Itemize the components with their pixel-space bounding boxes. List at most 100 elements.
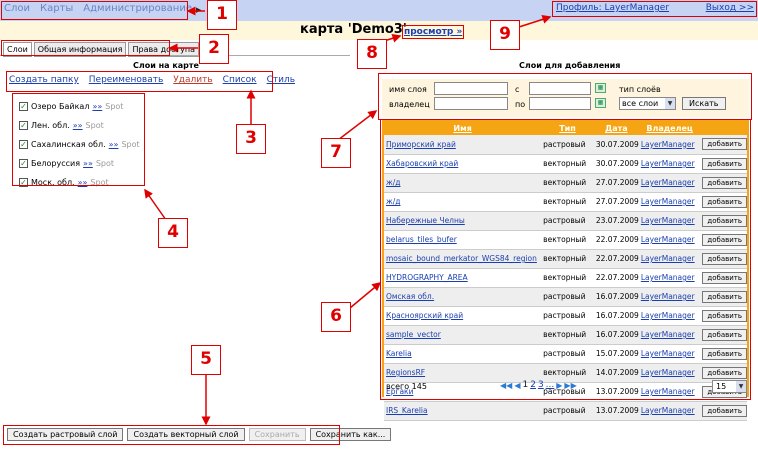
layer-arrows-link[interactable]: »» [92, 102, 103, 111]
layer-owner-link[interactable]: LayerManager [640, 387, 695, 396]
save-as-button[interactable]: Сохранить как... [309, 428, 392, 441]
add-layer-button[interactable]: добавить [702, 309, 747, 322]
prev-page-icon[interactable]: ◀ [514, 380, 521, 390]
layer-name[interactable]: Сахалинская обл. [31, 140, 106, 149]
delete-link[interactable]: Удалить [173, 75, 213, 85]
layer-name-link[interactable]: Karelia [386, 349, 412, 358]
layer-name[interactable]: Озеро Байкал [31, 102, 90, 111]
add-layer-button[interactable]: добавить [702, 271, 747, 284]
page-link[interactable]: 3 [537, 380, 544, 390]
layer-owner-link[interactable]: LayerManager [640, 349, 695, 358]
layer-name-link[interactable]: Красноярский край [386, 311, 464, 320]
add-layer-button[interactable]: добавить [702, 176, 747, 189]
add-layer-button[interactable]: добавить [702, 157, 747, 170]
layer-name-link[interactable]: ж/д [386, 197, 401, 206]
layer-name-link[interactable]: IRS_Karelia [386, 406, 428, 415]
layer-arrows-link[interactable]: »» [108, 140, 119, 149]
layer-owner-link[interactable]: LayerManager [640, 292, 695, 301]
style-link[interactable]: Стиль [266, 75, 296, 85]
layer-checkbox[interactable]: ✓ [19, 158, 28, 168]
layer-name-link[interactable]: Ергаки [386, 387, 414, 396]
add-layer-button[interactable]: добавить [702, 233, 747, 246]
page-link[interactable]: 1 [522, 380, 529, 390]
first-page-icon[interactable]: ◀◀ [500, 380, 513, 390]
calendar-icon[interactable]: ▦ [595, 98, 606, 108]
owner-input[interactable] [434, 97, 508, 110]
create-raster-layer-button[interactable]: Создать растровый слой [7, 428, 124, 441]
next-page-icon[interactable]: ▶ [556, 380, 563, 390]
view-map-link[interactable]: просмотр » [404, 27, 463, 37]
add-layer-button[interactable]: добавить [702, 214, 747, 227]
layer-name-input[interactable] [434, 82, 508, 95]
layer-owner-link[interactable]: LayerManager [640, 178, 695, 187]
add-layer-button[interactable]: добавить [702, 366, 747, 379]
add-layer-button[interactable]: добавить [702, 347, 747, 360]
search-button[interactable]: Искать [682, 97, 726, 110]
add-layer-button[interactable]: добавить [702, 404, 747, 417]
layer-owner-link[interactable]: LayerManager [640, 406, 695, 415]
layer-name-link[interactable]: HYDROGRAPHY_AREA [386, 273, 468, 282]
list-link[interactable]: Список [222, 75, 257, 85]
layer-owner-link[interactable]: LayerManager [640, 235, 695, 244]
add-layer-button[interactable]: добавить [702, 290, 747, 303]
layer-name-link[interactable]: Приморский край [386, 139, 456, 149]
date-to-input[interactable] [529, 97, 591, 110]
tab-layers[interactable]: Слои [3, 42, 32, 57]
layer-name-link[interactable]: Набережные Челны [386, 216, 465, 225]
layer-arrows-link[interactable]: »» [77, 178, 88, 187]
layer-name[interactable]: Лен. обл. [31, 121, 70, 130]
layer-owner-link[interactable]: LayerManager [640, 159, 695, 168]
annotation-badge-8: 8 [357, 39, 387, 69]
layer-name-link[interactable]: RegionsRF [386, 368, 426, 377]
layer-owner-link[interactable]: LayerManager [640, 273, 695, 282]
tab-general-info[interactable]: Общая информация [33, 42, 127, 57]
date-from-input[interactable] [529, 82, 591, 95]
create-folder-link[interactable]: Создать папку [9, 75, 79, 85]
layer-checkbox[interactable]: ✓ [19, 177, 28, 187]
logout-link[interactable]: Выход >> [705, 3, 754, 13]
layer-owner-link[interactable]: LayerManager [640, 197, 695, 206]
last-page-icon[interactable]: ▶▶ [564, 380, 577, 390]
layer-name-link[interactable]: belarus_tiles_bufer [386, 235, 457, 244]
table-cell: векторный [541, 268, 594, 288]
layer-owner-link[interactable]: LayerManager [640, 254, 695, 263]
layer-type-select[interactable]: все слои ▼ [619, 97, 676, 110]
layer-arrows-link[interactable]: »» [83, 159, 93, 168]
layer-checkbox[interactable]: ✓ [19, 120, 28, 130]
layer-arrows-link[interactable]: »» [72, 121, 83, 130]
profile-link[interactable]: Профиль: LayerManager [556, 3, 670, 13]
column-header-type[interactable]: Тип [541, 122, 594, 135]
add-layer-button[interactable]: добавить [702, 138, 747, 151]
menu-item-administration[interactable]: Администрирование [83, 3, 192, 14]
page-link[interactable]: ... [545, 380, 555, 390]
layer-name[interactable]: Моск. обл. [31, 178, 75, 187]
layer-name-link[interactable]: Омская обл. [386, 292, 435, 301]
layer-name-link[interactable]: Хабаровский край [386, 159, 459, 168]
layer-checkbox[interactable]: ✓ [19, 101, 28, 111]
tab-access-rights[interactable]: Права доступа [128, 42, 199, 57]
layer-name[interactable]: Белоруссия [31, 159, 81, 168]
layer-name-link[interactable]: mosaic_bound_merkator_WGS84_region [386, 254, 537, 263]
layer-name-link[interactable]: sample_vector [386, 330, 441, 339]
menu-item-layers[interactable]: Слои [4, 3, 30, 14]
layer-name-link[interactable]: ж/д [386, 178, 401, 187]
page-link[interactable]: 2 [530, 380, 536, 390]
create-vector-layer-button[interactable]: Создать векторный слой [127, 428, 245, 441]
menu-item-maps[interactable]: Карты [40, 3, 74, 14]
layer-owner-link[interactable]: LayerManager [640, 311, 695, 320]
column-header-name[interactable]: Имя [384, 122, 542, 135]
layer-owner-link[interactable]: LayerManager [640, 139, 695, 149]
add-layer-button[interactable]: добавить [702, 328, 747, 341]
layer-checkbox[interactable]: ✓ [19, 139, 28, 149]
layer-owner-link[interactable]: LayerManager [640, 368, 695, 377]
add-layer-button[interactable]: добавить [702, 252, 747, 265]
per-page-select[interactable]: 15 ▼ [712, 380, 747, 393]
layer-owner-link[interactable]: LayerManager [640, 330, 695, 339]
rename-link[interactable]: Переименовать [88, 75, 164, 85]
save-button[interactable]: Сохранить [248, 428, 306, 441]
calendar-icon[interactable]: ▦ [595, 83, 606, 93]
column-header-owner[interactable]: Владелец [638, 122, 701, 135]
add-layer-button[interactable]: добавить [702, 195, 747, 208]
column-header-date[interactable]: Дата [593, 122, 639, 135]
layer-owner-link[interactable]: LayerManager [640, 216, 695, 225]
